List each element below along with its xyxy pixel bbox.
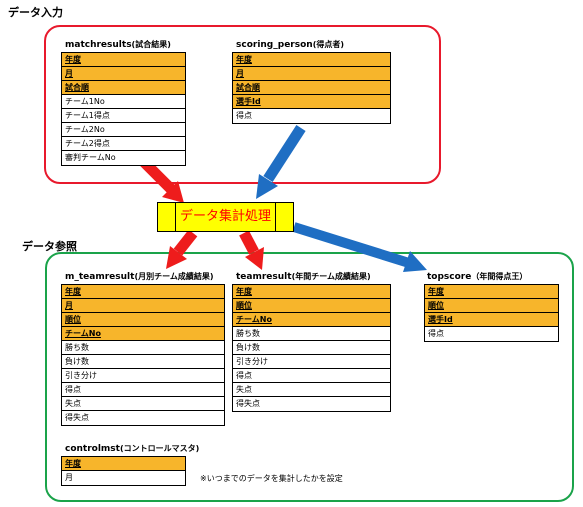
topscore-field: 順位 [425, 299, 558, 313]
m-teamresult-field: 負け数 [62, 355, 224, 369]
arrow-process-to-m-teamresult [166, 229, 198, 269]
controlmst-desc: (コントロールマスタ) [119, 444, 200, 453]
m-teamresult-name: m_teamresult [65, 272, 135, 282]
m-teamresult-table: 年度 月 順位 チームNo 勝ち数 負け数 引き分け 得点 失点 得失点 [61, 284, 225, 426]
scoring-person-field: 試合順 [233, 81, 390, 95]
m-teamresult-field: 引き分け [62, 369, 224, 383]
scoring-person-title: scoring_person(得点者) [236, 39, 344, 50]
m-teamresult-field: 年度 [62, 285, 224, 299]
topscore-name: topscore [427, 272, 472, 282]
m-teamresult-field: 失点 [62, 397, 224, 411]
teamresult-field: 引き分け [233, 355, 390, 369]
m-teamresult-field: チームNo [62, 327, 224, 341]
scoring-person-desc: (得点者) [312, 40, 344, 49]
matchresults-table: 年度 月 試合順 チーム1No チーム1得点 チーム2No チーム2得点 審判チ… [61, 52, 186, 166]
controlmst-field: 年度 [62, 457, 185, 471]
matchresults-name: matchresults [65, 40, 132, 50]
m-teamresult-field: 月 [62, 299, 224, 313]
scoring-person-field: 年度 [233, 53, 390, 67]
matchresults-field: チーム2No [62, 123, 185, 137]
topscore-table: 年度 順位 選手Id 得点 [424, 284, 559, 342]
topscore-title: topscore（年間得点王） [427, 271, 527, 282]
m-teamresult-field: 勝ち数 [62, 341, 224, 355]
teamresult-field: 負け数 [233, 341, 390, 355]
teamresult-field: 失点 [233, 383, 390, 397]
teamresult-field: 順位 [233, 299, 390, 313]
controlmst-name: controlmst [65, 444, 120, 454]
matchresults-field: チーム1No [62, 95, 185, 109]
controlmst-title: controlmst(コントロールマスタ) [65, 443, 199, 454]
arrow-matchresults-to-process [139, 157, 184, 203]
matchresults-title: matchresults(試合結果) [65, 39, 171, 50]
scoring-person-field: 選手Id [233, 95, 390, 109]
matchresults-field: 試合順 [62, 81, 185, 95]
input-section-label: データ入力 [8, 6, 63, 19]
matchresults-field: 審判チームNo [62, 151, 185, 165]
scoring-person-name: scoring_person [236, 40, 313, 50]
teamresult-field: 年度 [233, 285, 390, 299]
process-divider-left [175, 203, 176, 231]
controlmst-note: ※いつまでのデータを集計したかを設定 [200, 474, 343, 483]
input-group-box [44, 25, 441, 184]
controlmst-table: 年度 月 [61, 456, 186, 486]
arrow-process-to-teamresult [239, 230, 264, 270]
teamresult-field: 得点 [233, 369, 390, 383]
reference-group-box [45, 252, 574, 502]
m-teamresult-title: m_teamresult(月別チーム成績結果) [65, 271, 214, 282]
teamresult-desc: (年間チーム成績結果) [291, 272, 371, 281]
aggregation-process-label: データ集計処理 [179, 209, 271, 224]
teamresult-name: teamresult [236, 272, 292, 282]
m-teamresult-field: 得点 [62, 383, 224, 397]
teamresult-field: チームNo [233, 313, 390, 327]
m-teamresult-field: 得失点 [62, 411, 224, 425]
arrow-scoring-to-process [256, 125, 306, 199]
topscore-field: 年度 [425, 285, 558, 299]
arrow-process-to-topscore [292, 222, 427, 272]
m-teamresult-field: 順位 [62, 313, 224, 327]
scoring-person-field: 得点 [233, 109, 390, 123]
reference-section-label: データ参照 [22, 240, 77, 253]
scoring-person-table: 年度 月 試合順 選手Id 得点 [232, 52, 391, 124]
teamresult-title: teamresult(年間チーム成績結果) [236, 271, 371, 282]
teamresult-field: 得失点 [233, 397, 390, 411]
m-teamresult-desc: (月別チーム成績結果) [134, 272, 214, 281]
controlmst-field: 月 [62, 471, 185, 485]
matchresults-desc: (試合結果) [131, 40, 171, 49]
topscore-desc: （年間得点王） [471, 272, 528, 281]
aggregation-process-box: データ集計処理 [157, 202, 294, 232]
matchresults-field: チーム1得点 [62, 109, 185, 123]
matchresults-field: 年度 [62, 53, 185, 67]
matchresults-field: チーム2得点 [62, 137, 185, 151]
teamresult-field: 勝ち数 [233, 327, 390, 341]
topscore-field: 得点 [425, 327, 558, 341]
teamresult-table: 年度 順位 チームNo 勝ち数 負け数 引き分け 得点 失点 得失点 [232, 284, 391, 412]
process-divider-right [275, 203, 276, 231]
matchresults-field: 月 [62, 67, 185, 81]
scoring-person-field: 月 [233, 67, 390, 81]
topscore-field: 選手Id [425, 313, 558, 327]
